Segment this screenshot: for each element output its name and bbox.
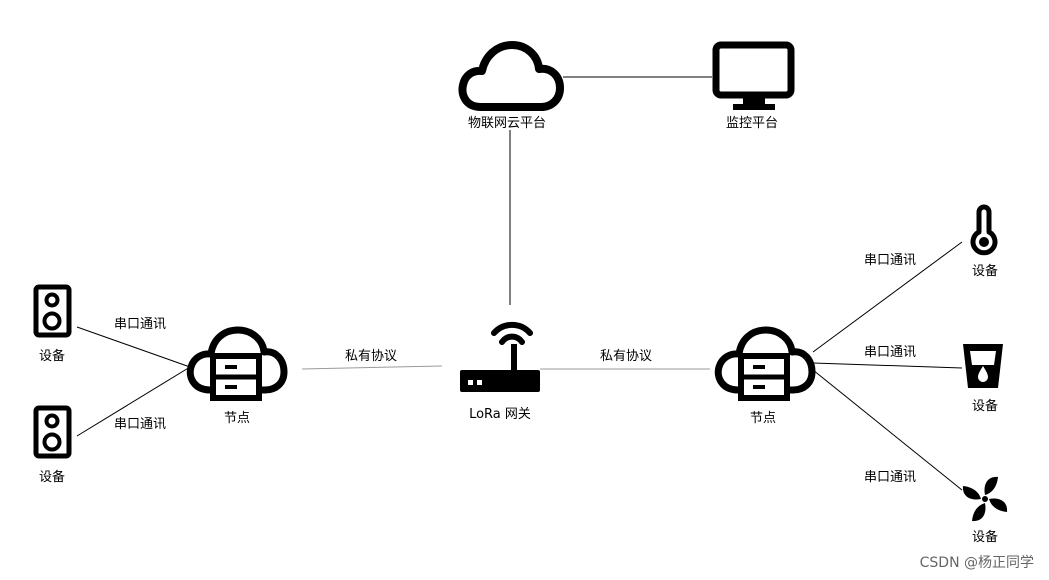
device-label: 设备 [972, 263, 998, 279]
node-cloud-server-icon [714, 326, 816, 401]
edge-label-serial: 串口通讯 [864, 470, 916, 485]
device-label: 设备 [39, 469, 65, 485]
monitor-label: 监控平台 [726, 116, 778, 131]
device-label: 设备 [972, 398, 998, 414]
edge-node-cup [812, 362, 963, 369]
device-label: 设备 [39, 348, 65, 364]
edge-label-private: 私有协议 [600, 349, 652, 364]
edge-label-serial: 串口通讯 [864, 253, 916, 268]
cup-icon [963, 344, 1003, 388]
gateway-label: LoRa 网关 [469, 407, 531, 422]
fan-icon [962, 476, 1008, 522]
device-label: 设备 [972, 529, 998, 545]
router-icon [460, 321, 540, 392]
node-cloud-server-icon [186, 326, 288, 401]
watermark: CSDN @杨正同学 [920, 555, 1034, 571]
edge-label-serial: 串口通讯 [864, 345, 916, 360]
iot-cloud-icon [458, 41, 564, 111]
edge-node-thermometer [812, 241, 963, 353]
edge-speaker-top-node [76, 326, 191, 368]
node-left-label: 节点 [224, 411, 250, 426]
monitor-icon [712, 41, 795, 110]
edge-node-fan [812, 369, 963, 491]
edge-label-private: 私有协议 [345, 349, 397, 364]
edge-node-left-gateway [301, 365, 443, 370]
edge-label-serial: 串口通讯 [114, 317, 166, 332]
speaker-icon [33, 405, 72, 459]
edge-speaker-bottom-node [76, 366, 191, 437]
edge-label-serial: 串口通讯 [114, 417, 166, 432]
iot-cloud-label: 物联网云平台 [468, 116, 546, 131]
speaker-icon [33, 284, 72, 338]
thermometer-icon [970, 204, 998, 256]
node-right-label: 节点 [750, 411, 776, 426]
